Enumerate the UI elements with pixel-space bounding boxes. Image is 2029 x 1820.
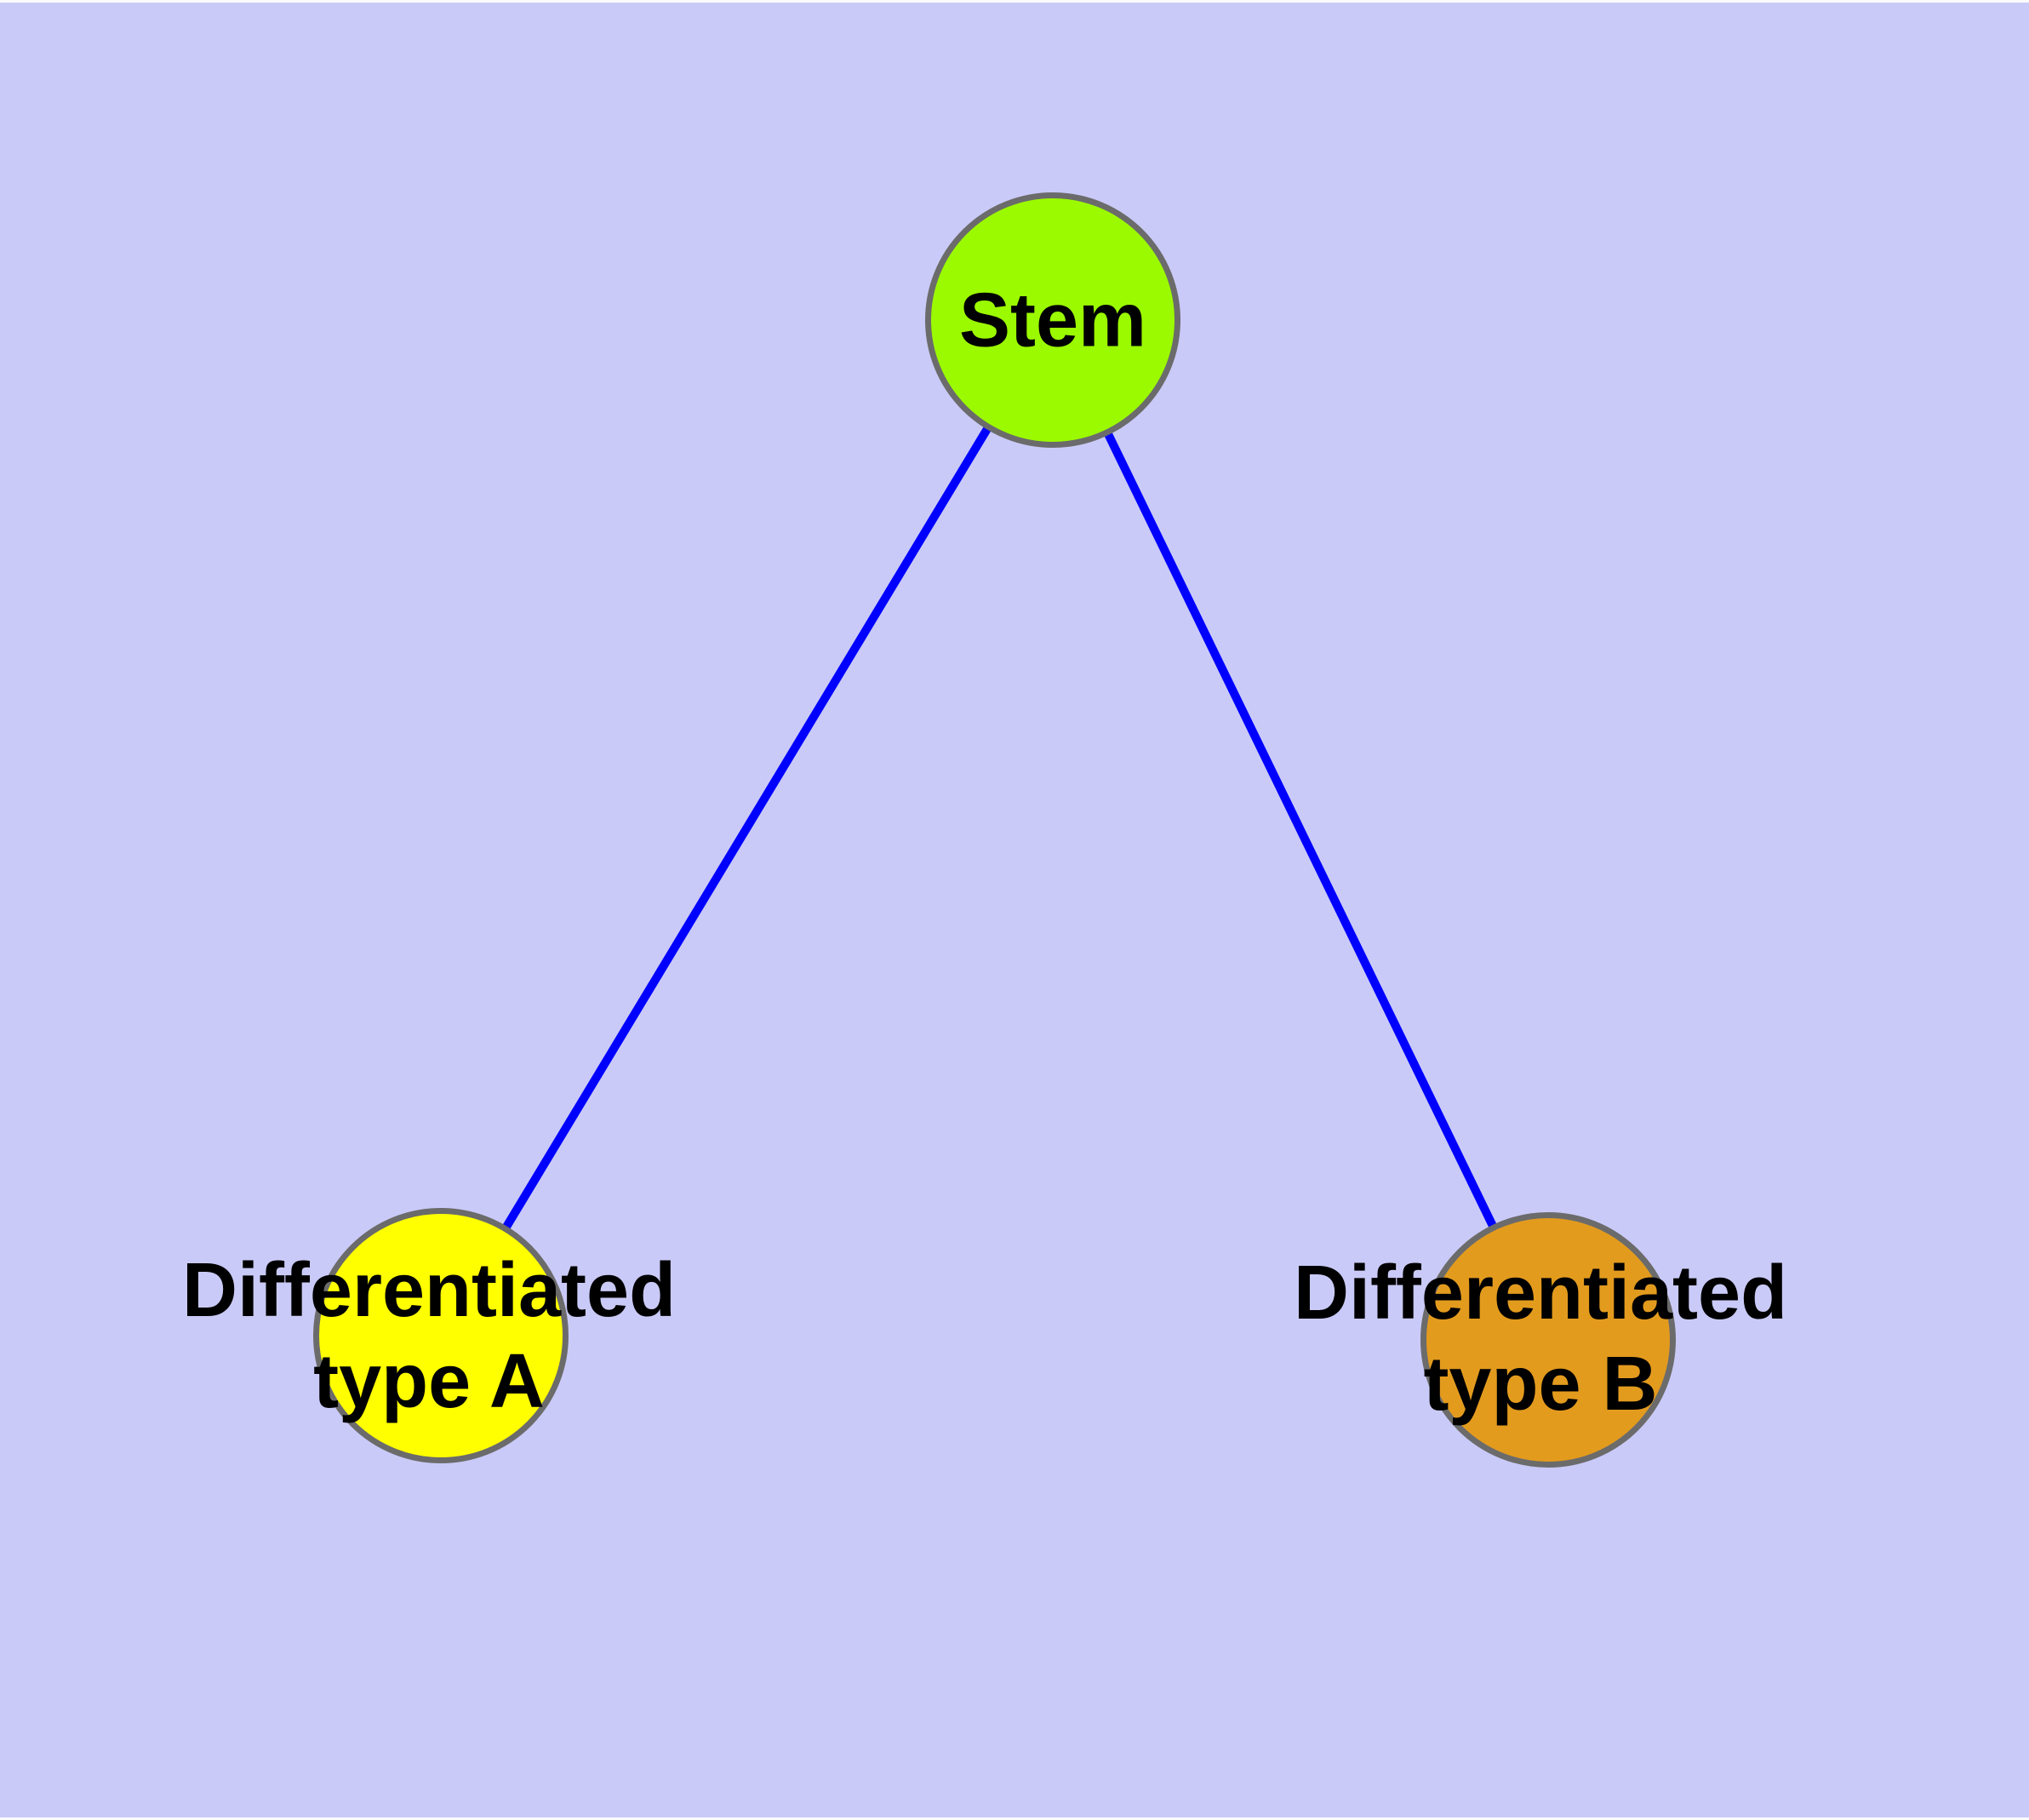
edge-stem-to-type-a [437, 318, 1057, 1338]
edges-layer [437, 318, 1552, 1342]
node-label-differentiated-type-a: Differentiated type A [181, 1248, 677, 1424]
node-stem [925, 192, 1180, 448]
node-label-stem: Stem [958, 278, 1147, 363]
node-differentiated-type-b [1420, 1212, 1676, 1468]
edge-stem-to-type-b [1049, 318, 1552, 1342]
node-differentiated-type-a [313, 1208, 569, 1463]
node-label-differentiated-type-b: Differentiated type B [1293, 1251, 1788, 1427]
